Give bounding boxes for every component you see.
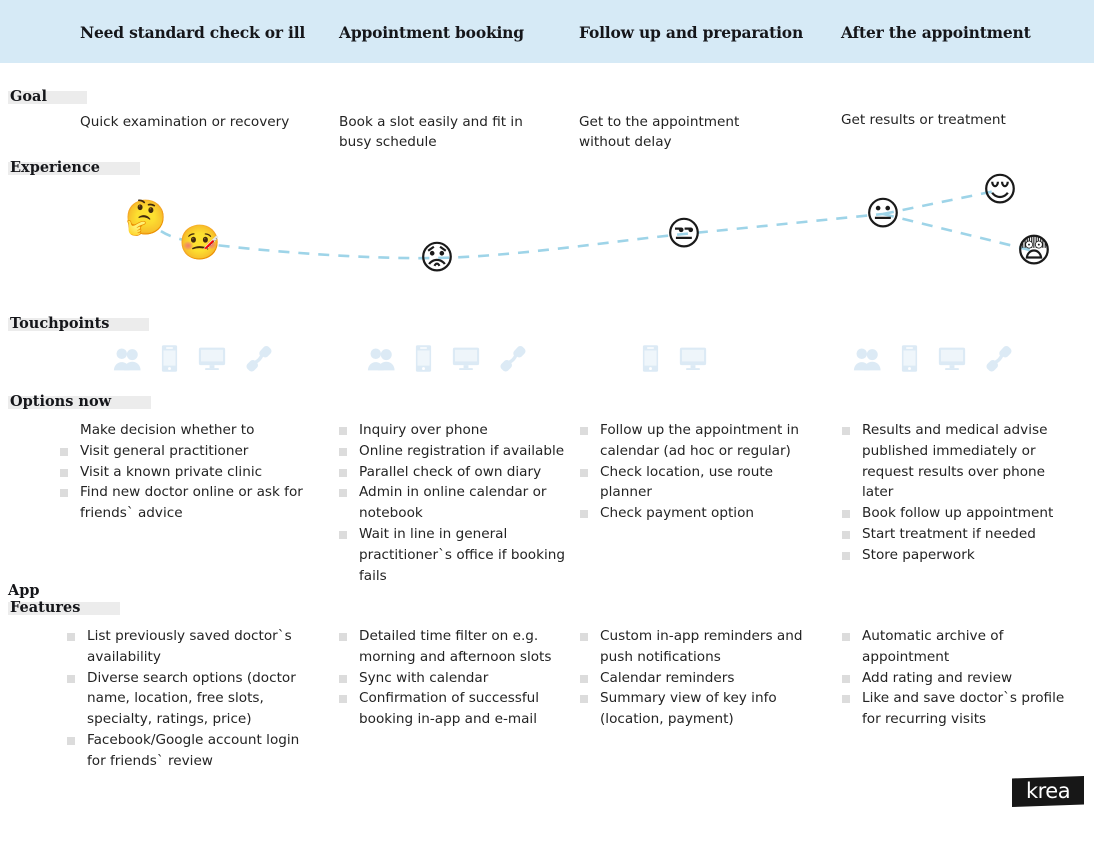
list-item: Check location, use route planner bbox=[578, 462, 813, 504]
options-now-column-4: Results and medical advise published imm… bbox=[840, 420, 1078, 566]
list-item: Automatic archive of appointment bbox=[840, 626, 1078, 668]
mobile-icon bbox=[900, 344, 919, 373]
list-item: Check payment option bbox=[578, 503, 813, 524]
touchpoint-group-2 bbox=[367, 344, 526, 373]
desktop-icon bbox=[452, 345, 480, 373]
experience-emoji-face-with-thermometer: 🤒 bbox=[178, 223, 222, 263]
desktop-icon bbox=[198, 345, 226, 373]
list-item: Find new doctor online or ask for friend… bbox=[58, 482, 308, 524]
phone-icon bbox=[499, 345, 526, 372]
list-item: Store paperwork bbox=[840, 545, 1078, 566]
row-label-goal: Goal bbox=[8, 88, 87, 105]
list-item: Confirmation of successful booking in-ap… bbox=[337, 688, 567, 730]
mobile-icon bbox=[160, 344, 179, 373]
experience-curve-path-branch-down bbox=[882, 212, 1035, 253]
mobile-icon bbox=[641, 344, 660, 373]
row-label-touchpoints-text: Touchpoints bbox=[8, 315, 151, 332]
goal-text-4: Get results or treatment bbox=[841, 112, 1006, 128]
phase-title-4: After the appointment bbox=[841, 23, 1031, 42]
row-label-options-now: Options now bbox=[8, 393, 152, 410]
experience-curve-path-main bbox=[145, 212, 884, 260]
experience-emoji-relieved-face: 😌 bbox=[982, 170, 1018, 210]
app-features-list: List previously saved doctor`s availabil… bbox=[65, 626, 300, 772]
mobile-icon bbox=[414, 344, 433, 373]
goal-text-1: Quick examination or recovery bbox=[80, 114, 290, 130]
list-item: Facebook/Google account login for friend… bbox=[65, 730, 300, 772]
list-item: Summary view of key info (location, paym… bbox=[578, 688, 813, 730]
list-item: Follow up the appointment in calendar (a… bbox=[578, 420, 813, 462]
goal-text-2: Book a slot easily and fit in busy sched… bbox=[339, 114, 523, 150]
phase-title-3: Follow up and preparation bbox=[579, 23, 804, 42]
list-item: Wait in line in general practitioner`s o… bbox=[337, 524, 567, 586]
list-item: Diverse search options (doctor name, loc… bbox=[65, 668, 300, 730]
experience-emoji-fearful-face: 😨 bbox=[1016, 231, 1052, 271]
app-features-column-1: List previously saved doctor`s availabil… bbox=[65, 626, 300, 772]
options-now-list: Results and medical advise published imm… bbox=[840, 420, 1078, 566]
options-now-lead-1: Make decision whether to bbox=[80, 422, 255, 438]
list-item: Results and medical advise published imm… bbox=[840, 420, 1078, 503]
options-now-list: Follow up the appointment in calendar (a… bbox=[578, 420, 813, 524]
phase-title-1: Need standard check or ill bbox=[80, 23, 306, 42]
list-item: Like and save doctor`s profile for recur… bbox=[840, 688, 1078, 730]
list-item: Visit a known private clinic bbox=[58, 462, 308, 483]
list-item: Inquiry over phone bbox=[337, 420, 567, 441]
row-label-options-now-text: Options now bbox=[8, 393, 152, 410]
people-icon bbox=[113, 345, 141, 373]
touchpoint-group-1 bbox=[113, 344, 272, 373]
experience-emoji-disappointed-face: 😒 bbox=[666, 214, 702, 254]
row-label-app-features-line1: App bbox=[8, 582, 40, 599]
list-item: Parallel check of own diary bbox=[337, 462, 567, 483]
list-item: Online registration if available bbox=[337, 441, 567, 462]
row-label-app-features-line2: Features bbox=[8, 599, 121, 616]
phase-title-2: Appointment booking bbox=[339, 23, 524, 42]
experience-emoji-neutral-face: 😐 bbox=[865, 194, 901, 234]
touchpoint-group-4 bbox=[853, 344, 1012, 373]
experience-curve-line bbox=[145, 188, 1035, 260]
krea-logo-plate bbox=[1012, 776, 1084, 807]
list-item: Add rating and review bbox=[840, 668, 1078, 689]
list-item: Admin in online calendar or notebook bbox=[337, 482, 567, 524]
goal-text-3: Get to the appointment without delay bbox=[579, 114, 740, 150]
app-features-column-2: Detailed time filter on e.g. morning and… bbox=[337, 626, 567, 730]
desktop-icon bbox=[679, 345, 707, 373]
krea-logo-text: krea bbox=[1025, 779, 1071, 803]
app-features-list: Detailed time filter on e.g. morning and… bbox=[337, 626, 567, 730]
list-item: Start treatment if needed bbox=[840, 524, 1078, 545]
list-item: List previously saved doctor`s availabil… bbox=[65, 626, 300, 668]
touchpoint-group-3 bbox=[641, 344, 707, 373]
list-item: Book follow up appointment bbox=[840, 503, 1078, 524]
desktop-icon bbox=[938, 345, 966, 373]
row-label-app-features: App Features bbox=[8, 582, 121, 616]
row-label-experience-text: Experience bbox=[8, 159, 141, 176]
options-now-column-1: Make decision whether to Visit general pr… bbox=[58, 420, 308, 524]
phone-icon bbox=[245, 345, 272, 372]
list-item: Custom in-app reminders and push notific… bbox=[578, 626, 813, 668]
row-label-touchpoints: Touchpoints bbox=[8, 315, 151, 332]
options-now-column-3: Follow up the appointment in calendar (a… bbox=[578, 420, 813, 524]
list-item: Visit general practitioner bbox=[58, 441, 308, 462]
experience-curve-chart: 🤔🤒 😟 😒 😐 😌 😨 bbox=[0, 170, 1094, 290]
list-item: Calendar reminders bbox=[578, 668, 813, 689]
phase-header-band bbox=[0, 0, 1094, 63]
people-icon bbox=[367, 345, 395, 373]
experience-emoji-frowning-face: 😟 bbox=[419, 238, 455, 278]
row-label-experience: Experience bbox=[8, 159, 141, 176]
experience-emoji-thinking-face: 🤔 bbox=[124, 198, 168, 238]
row-label-goal-text: Goal bbox=[8, 88, 87, 105]
krea-logo: krea bbox=[1012, 776, 1084, 807]
list-item: Detailed time filter on e.g. morning and… bbox=[337, 626, 567, 668]
people-icon bbox=[853, 345, 881, 373]
app-features-list: Custom in-app reminders and push notific… bbox=[578, 626, 813, 730]
app-features-column-3: Custom in-app reminders and push notific… bbox=[578, 626, 813, 730]
phone-icon bbox=[985, 345, 1012, 372]
list-item: Sync with calendar bbox=[337, 668, 567, 689]
